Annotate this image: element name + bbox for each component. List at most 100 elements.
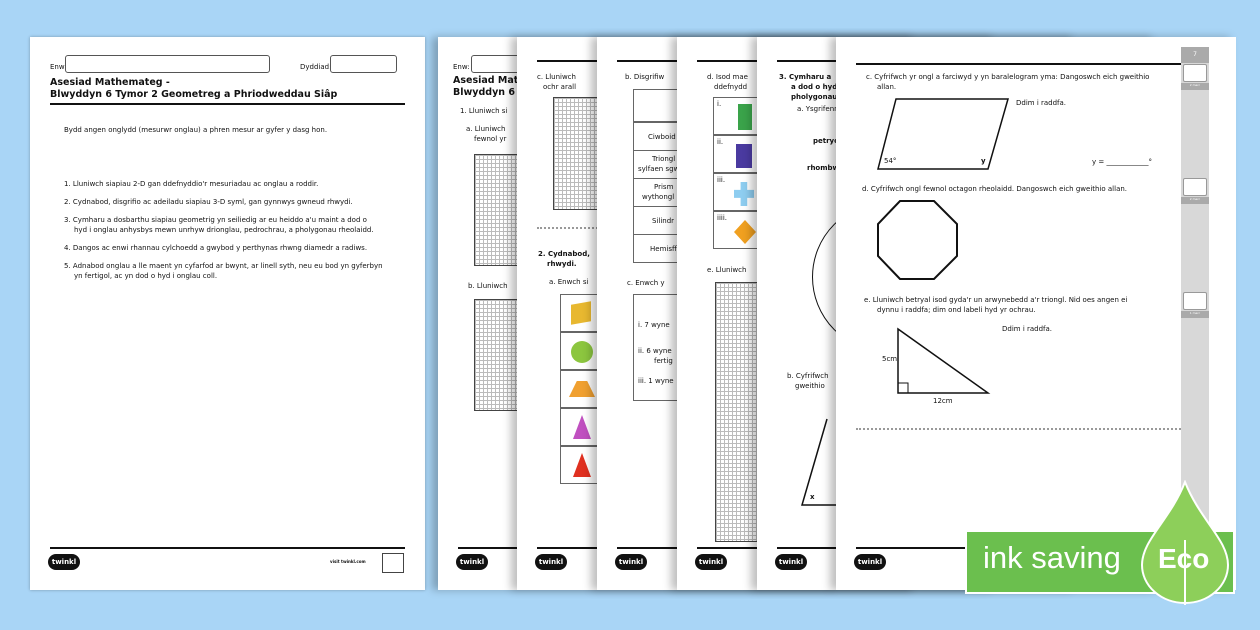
question: ochr arall [543,83,577,91]
title-line2: Blwyddyn 6 Tymor 2 Geometreg a Phriodwed… [50,89,338,100]
answer-line[interactable]: y = ____________° [1092,158,1152,166]
net-cell: iii. [713,173,763,211]
twinkl-logo: twinkl [456,554,488,570]
objective-item-cont: hyd i onglau anhysbys mewn unrhyw driong… [74,226,374,234]
row-label: sylfaen sgw [638,165,680,173]
net-cell: ii. [713,135,763,173]
mark-box[interactable] [1183,64,1207,82]
cone-icon [573,453,591,477]
pyramid-icon [573,415,591,439]
eco-drop-icon [1140,480,1230,605]
question: e. Lluniwch [707,266,747,274]
question: c. Lluniwch [537,73,576,81]
text: Adnabod onglau a lle maent yn cyfarfod a… [72,262,383,270]
question: gweithio [795,382,825,390]
drawing-grid [553,97,603,210]
net-cell: iiii. [713,211,763,249]
title-line1: Asesiad Mathemateg - [50,77,170,88]
twinkl-logo: twinkl [854,554,886,570]
question: d. Isod mae [707,73,748,81]
angle-label: y [981,157,986,165]
mark-box[interactable] [1183,292,1207,310]
net-cell: i. [713,97,763,135]
list-item: i. 7 wyne [638,321,670,329]
angle-label: 54° [884,157,897,165]
table-cell: Silindr [633,206,683,235]
table-cell: Ciwboid [633,122,683,151]
list-item: fertig [654,357,673,365]
cover-page: Enw: Dyddiad: Asesiad Mathemateg - Blwyd… [30,37,425,590]
name-label: Enw: [50,63,67,71]
question: rhwydi. [547,260,577,268]
question: fewnol yr [474,135,507,143]
ink-saving-text: ink saving [983,540,1121,575]
question: 3. Cymharu a [779,73,832,81]
question-c: allan. [877,83,897,91]
objective-item: 3. Cymharu a dosbarthu siapiau geometrig… [64,216,367,224]
twinkl-logo: twinkl [535,554,567,570]
badge-icon [382,553,404,573]
intro-text: Bydd angen onglydd (mesurwr onglau) a ph… [64,126,328,134]
objective-item-cont: yn fertigol, ac yn dod o hyd i onglau co… [74,272,218,280]
question: 2. Cydnabod, [538,250,590,258]
num: 3. [64,216,71,224]
twinkl-logo: twinkl [48,554,80,570]
footer-link[interactable]: visit twinkl.com [330,559,366,564]
row-label: Silindr [652,217,675,225]
objective-item: 2. Cydnabod, disgrifio ac adeiladu siapi… [64,198,353,206]
list-item: iii. 1 wyne [638,377,674,385]
label: ii. [717,138,724,146]
cuboid-icon [571,301,591,325]
text: Lluniwch siapiau 2-D gan ddefnyddio'r me… [72,180,319,188]
question-d: d. Cyfrifwch ongl fewnol octagon rheolai… [862,185,1128,193]
text: Dangos ac enwi rhannau cylchoedd a gwybo… [72,244,368,252]
twinkl-logo: twinkl [615,554,647,570]
num: 1. [64,180,71,188]
parallelogram-diagram [877,98,1009,170]
text: Cydnabod, disgrifio ac adeiladu siapiau … [72,198,353,206]
row-label: Prism [654,183,674,191]
not-to-scale-note: Ddim i raddfa. [1002,325,1053,333]
word: rhombw [807,164,840,172]
label: i. [717,100,722,108]
date-label: Dyddiad: [300,63,332,71]
objective-item: 1. Lluniwch siapiau 2-D gan ddefnyddio'r… [64,180,318,188]
side-label: 12cm [933,397,953,405]
angle-label: x [810,493,815,501]
table-cell: Prism wythongl [633,178,683,207]
page-number: 7 [1181,47,1209,63]
name-field[interactable] [65,55,270,73]
question: b. Disgrifiw [625,73,665,81]
marks-sidebar: 7 2 marc 2 marc 1 marc [1181,47,1209,590]
question: b. Lluniwch [468,282,508,290]
table-cell: Hemisffe [633,234,683,263]
date-field[interactable] [330,55,397,73]
question: a. Lluniwch [466,125,506,133]
objective-item: 5. Adnabod onglau a lle maent yn cyfarfo… [64,262,383,270]
mark-box[interactable] [1183,178,1207,196]
row-label: Ciwboid [648,133,676,141]
footer-rule [50,547,405,549]
side-label: 5cm [882,355,898,363]
num: 5. [64,262,71,270]
question: pholygonau [791,93,838,101]
question-e: e. Lluniwch betryal isod gyda'r un arwyn… [864,296,1128,304]
question: c. Enwch y [627,279,665,287]
row-label: Hemisffe [650,245,682,253]
separator [856,428,1181,430]
list-item: ii. 6 wyne [638,347,672,355]
net-icon [734,220,756,244]
row-label: wythongl [642,193,675,201]
label: iiii. [717,214,728,222]
net-icon [734,182,754,206]
text: Cymharu a dosbarthu siapiau geometrig yn… [72,216,367,224]
title-line2: Blwyddyn 6 [453,87,515,98]
twinkl-logo: twinkl [775,554,807,570]
not-to-scale-note: Ddim i raddfa. [1016,99,1067,107]
label: iii. [717,176,726,184]
objective-item: 4. Dangos ac enwi rhannau cylchoedd a gw… [64,244,367,252]
marks-label: 2 marc [1181,197,1209,204]
table-cell [633,89,683,122]
answer-table: i. 7 wyne ii. 6 wyne fertig iii. 1 wyne [633,294,683,401]
